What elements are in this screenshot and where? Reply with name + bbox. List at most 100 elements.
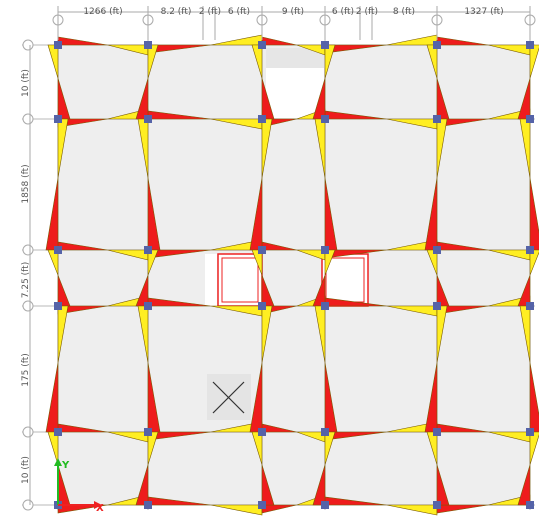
diagram-triangle <box>529 177 539 251</box>
dim-top-6: 6 (ft) <box>332 7 354 17</box>
column-icon <box>433 302 441 310</box>
dim-left-2: 1858 (ft) <box>21 164 31 203</box>
diagram-triangle <box>436 118 448 179</box>
slab-panel <box>325 432 437 505</box>
slab-panel <box>58 45 148 119</box>
dim-top-9: 1327 (ft) <box>464 7 503 17</box>
column-icon <box>54 41 62 49</box>
diagram-triangle <box>517 464 531 506</box>
diagram-triangle <box>261 118 273 179</box>
diagram-triangle <box>251 249 263 276</box>
column-icon <box>526 41 534 49</box>
column-icon <box>321 41 329 49</box>
diagram-triangle <box>251 44 263 79</box>
slab-panel <box>58 119 148 250</box>
column-icon <box>433 428 441 436</box>
column-icon <box>258 302 266 310</box>
column-icon <box>433 246 441 254</box>
dim-top-2: 8.2 (ft) <box>161 7 192 17</box>
diagram-triangle <box>324 249 336 276</box>
diagram-triangle <box>47 249 59 276</box>
columns <box>54 41 534 509</box>
dim-top-4: 6 (ft) <box>228 7 250 17</box>
column-icon <box>258 428 266 436</box>
slab-panel <box>58 250 148 306</box>
slab-panel <box>437 250 530 306</box>
slab-panel <box>58 306 148 432</box>
top-dimension-labels: 1266 (ft) 8.2 (ft) 2 (ft) 6 (ft) 9 (ft) … <box>83 7 503 17</box>
diagram-triangle <box>261 464 275 506</box>
diagram-triangle <box>436 464 450 506</box>
slab-panel <box>437 119 530 250</box>
diagram-triangle <box>386 34 438 46</box>
dim-left-1: 10 (ft) <box>21 69 31 97</box>
diagram-triangle <box>529 362 539 433</box>
column-icon <box>526 428 534 436</box>
column-icon <box>144 302 152 310</box>
slab-panel <box>325 45 437 119</box>
diagram-triangle <box>386 504 438 516</box>
slab-panel <box>148 45 262 119</box>
column-icon <box>433 115 441 123</box>
diagram-triangle <box>519 305 531 363</box>
dim-left-5: 10 (ft) <box>21 456 31 484</box>
slab-panel <box>325 306 437 432</box>
diagram-triangle <box>261 305 273 363</box>
grid-bubble-icon <box>22 244 34 256</box>
slab-panel <box>325 119 437 250</box>
diagram-triangle <box>261 504 297 514</box>
slab-panel <box>437 306 530 432</box>
diagram-triangle <box>436 36 489 46</box>
top-dimension-line <box>57 6 531 40</box>
column-icon <box>144 428 152 436</box>
column-icon <box>144 41 152 49</box>
column-icon <box>321 302 329 310</box>
column-icon <box>258 41 266 49</box>
diagram-triangle <box>529 44 539 79</box>
diagram-triangle <box>251 431 263 465</box>
column-icon <box>258 246 266 254</box>
diagram-triangle <box>57 36 108 46</box>
column-icon <box>526 501 534 509</box>
dim-top-5: 9 (ft) <box>282 7 304 17</box>
grid-bubble-icon <box>22 426 34 438</box>
diagram-triangle <box>135 464 149 506</box>
opening <box>205 254 217 306</box>
column-icon <box>144 246 152 254</box>
diagram-triangle <box>210 34 263 46</box>
slab-panel <box>437 45 530 119</box>
slab-panel <box>262 306 325 432</box>
diagram-triangle <box>436 504 489 514</box>
column-icon <box>433 41 441 49</box>
slab-panel <box>262 250 325 306</box>
grid-bubble-icon <box>22 39 34 51</box>
diagram-triangle <box>57 118 69 179</box>
column-icon <box>258 115 266 123</box>
diagram-triangle <box>324 44 336 79</box>
dim-left-4: 175 (ft) <box>21 353 31 387</box>
diagram-triangle <box>426 249 438 276</box>
column-icon <box>321 246 329 254</box>
x-axis-label: X <box>96 503 104 514</box>
diagram-triangle <box>529 431 539 465</box>
diagram-triangle <box>314 305 326 363</box>
diagram-triangle <box>147 431 159 465</box>
diagram-triangle <box>529 249 539 276</box>
column-icon <box>526 246 534 254</box>
diagram-triangle <box>47 44 59 79</box>
dim-top-1: 1266 (ft) <box>83 7 122 17</box>
dim-top-3: 2 (ft) <box>199 7 221 17</box>
diagram-triangle <box>312 464 326 506</box>
slab-panel <box>148 119 262 250</box>
grid-bubble-icon <box>22 300 34 312</box>
diagram-triangle <box>314 118 326 179</box>
grid-bubble-icon <box>22 499 34 511</box>
opening-edge <box>266 48 324 68</box>
opening-outline <box>217 253 263 307</box>
diagram-triangle <box>137 118 149 179</box>
column-icon <box>526 115 534 123</box>
column-icon <box>144 501 152 509</box>
column-icon <box>321 428 329 436</box>
axis-triad-icon: Y X <box>54 458 104 514</box>
